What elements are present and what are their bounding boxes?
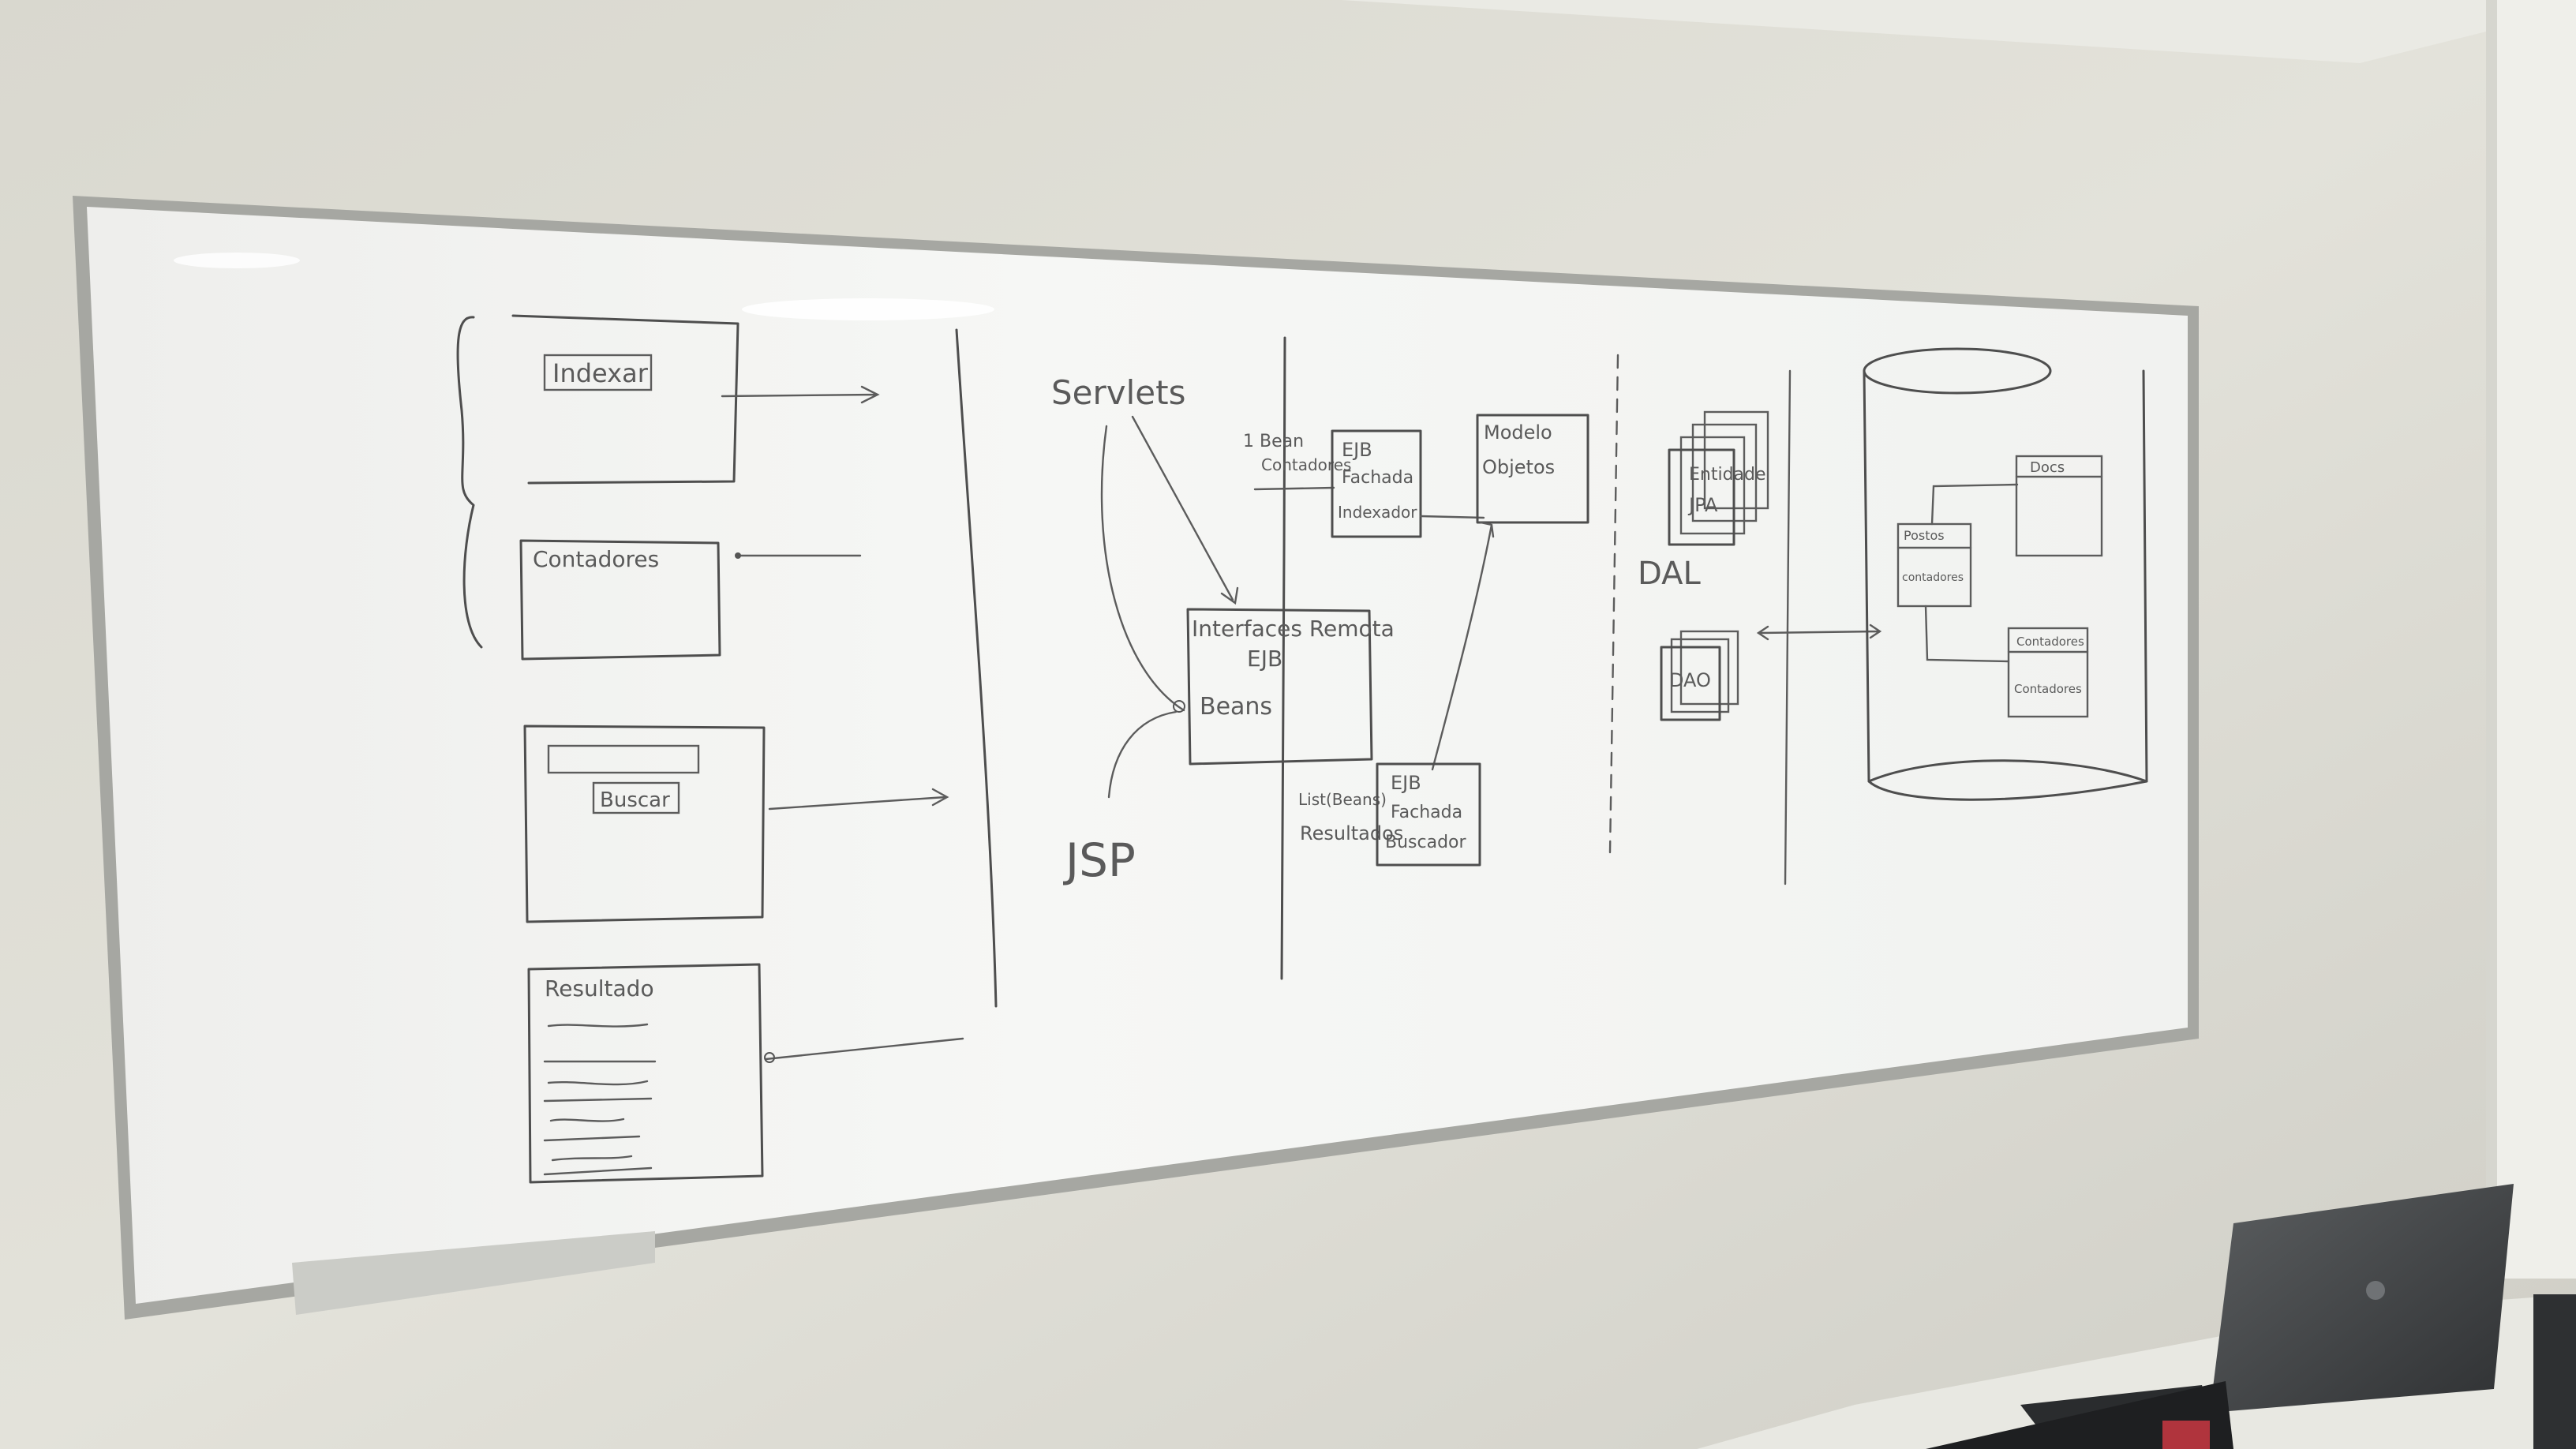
bean-contadores-line2: Contadores [1261, 455, 1351, 474]
whiteboard [87, 207, 2188, 1304]
interfaces-line1: Interfaces Remota [1192, 616, 1395, 642]
contadores-label: Contadores [533, 546, 659, 572]
db-docs-label: Docs [2030, 459, 2065, 476]
glare-small [174, 253, 300, 268]
jsp-label: JSP [1063, 833, 1136, 887]
db-contadores-line2: Contadores [2014, 682, 2082, 696]
laptop-lid [2210, 1184, 2514, 1413]
laptop-logo [2366, 1281, 2385, 1300]
dal-label: DAL [1638, 556, 1701, 592]
dao-label: DAO [1669, 669, 1711, 691]
servlets-label: Servlets [1051, 373, 1185, 412]
list-beans-label: List(Beans) [1298, 790, 1387, 809]
marker-tray [292, 1231, 655, 1315]
resultado-panel [527, 963, 764, 1184]
ejb-fachada-indexador-box [1331, 429, 1422, 538]
glare [742, 298, 994, 320]
resultados-label: Resultados [1300, 822, 1403, 844]
db-contadores-box [2007, 627, 2089, 718]
resultado-label: Resultado [545, 975, 654, 1002]
beans-label: Beans [1200, 693, 1272, 721]
indexar-label: Indexar [552, 358, 649, 388]
buscar-label: Buscar [600, 788, 670, 812]
ejb-indexador-line2: Fachada [1342, 468, 1413, 488]
database-cylinder [1863, 347, 2148, 801]
ejb-buscador-line2: Fachada [1391, 803, 1462, 822]
door-frame-edge [2486, 0, 2497, 1279]
indexar-panel [511, 314, 739, 485]
data-layer: DAL Entidade JPA DAO Docs Postos contado… [1608, 347, 2148, 886]
ejb-buscador-line1: EJB [1391, 772, 1421, 794]
db-postos-box [1896, 522, 1972, 608]
entidade-line1: Entidade [1689, 465, 1766, 485]
dao-box [1660, 646, 1721, 721]
bean-contadores-line1: 1 Bean [1243, 432, 1304, 451]
interfaces-remota-box [1186, 608, 1373, 766]
modelo-line2: Objetos [1482, 456, 1555, 478]
db-docs-box [2015, 455, 2103, 557]
chair [2533, 1294, 2576, 1449]
ejb-indexador-line3: Indexador [1338, 503, 1417, 522]
db-postos-line2: contadores [1902, 571, 1964, 584]
ceiling-edge [1342, 0, 2486, 63]
contadores-panel [519, 539, 721, 661]
entidade-jpa-box [1668, 448, 1735, 546]
buscar-panel [523, 724, 766, 923]
modelo-objetos-box [1476, 414, 1589, 524]
interfaces-line2: EJB [1247, 646, 1282, 672]
db-contadores-line1: Contadores [2016, 635, 2084, 649]
ejb-indexador-line1: EJB [1342, 439, 1372, 461]
modelo-line1: Modelo [1484, 421, 1552, 444]
entidade-line2: JPA [1687, 494, 1718, 516]
db-postos-line1: Postos [1904, 528, 1945, 543]
laptop [1697, 1184, 2576, 1449]
screen-glow [2162, 1421, 2210, 1449]
monitor-edge [1926, 1381, 2233, 1449]
door-frame [2486, 0, 2576, 1279]
ejb-buscador-line3: Buscador [1385, 833, 1467, 852]
presentation-layer: Indexar Contadores Buscar Resultado [456, 314, 998, 1184]
business-layer: Servlets JSP 1 Bean Contadores EJB Facha… [1051, 336, 1589, 980]
ejb-fachada-buscador-box [1376, 762, 1481, 867]
